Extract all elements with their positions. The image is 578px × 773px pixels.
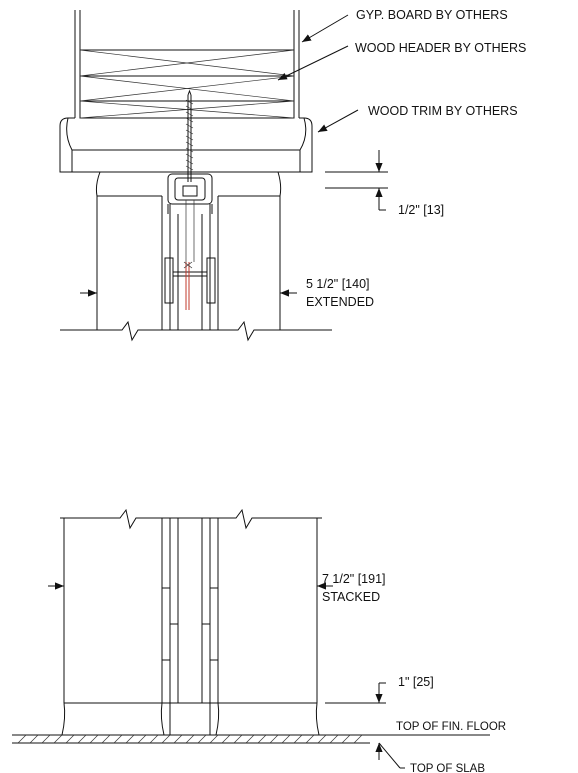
- overhead-track: [167, 173, 213, 214]
- extended-detail: [59, 10, 388, 342]
- wood-trim: [59, 117, 313, 173]
- callout-leaders: [277, 14, 359, 133]
- break-line-top-detail: [60, 320, 332, 342]
- screw: [185, 89, 194, 182]
- gap-dimension-label: 1/2" [13]: [398, 203, 444, 217]
- gyp-board-label: GYP. BOARD BY OTHERS: [356, 8, 508, 22]
- floor-gap-dimension-label: 1" [25]: [398, 675, 434, 689]
- stacked-detail: [12, 508, 490, 769]
- wood-trim-label: WOOD TRIM BY OTHERS: [368, 104, 518, 118]
- top-slab-label: TOP OF SLAB: [410, 763, 485, 773]
- center-panels: [164, 200, 216, 330]
- stacked-label: STACKED: [322, 590, 380, 604]
- wood-header-label: WOOD HEADER BY OTHERS: [355, 41, 526, 55]
- break-line-bottom-detail: [60, 508, 322, 530]
- gyp-board: [74, 10, 300, 118]
- wall-panels: [95, 171, 282, 330]
- top-fin-floor-label: TOP OF FIN. FLOOR: [396, 721, 506, 733]
- floor-slab: [12, 734, 490, 769]
- gap-dimension: [325, 150, 388, 211]
- extended-dimension-label: 5 1/2" [140]: [306, 277, 370, 291]
- extended-label: EXTENDED: [306, 295, 374, 309]
- wood-header: [79, 49, 295, 119]
- stacked-dimension-label: 7 1/2" [191]: [322, 572, 386, 586]
